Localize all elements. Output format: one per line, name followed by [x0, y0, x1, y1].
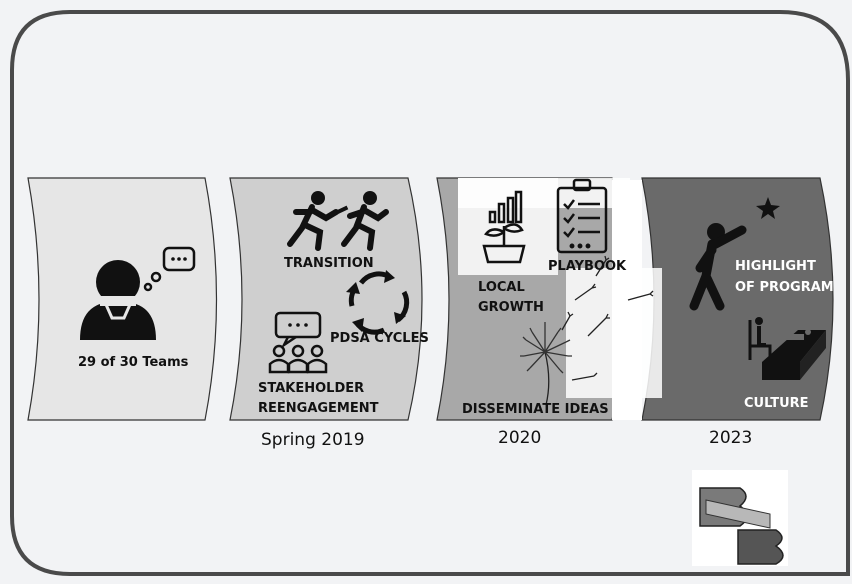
- stage-4-program-label: OF PROGRAM: [735, 280, 834, 295]
- stage-2-pdsa-label: PDSA CYCLES: [330, 331, 429, 346]
- cycle-arrows-icon: [346, 270, 410, 335]
- stage-3-local-label: LOCAL: [478, 280, 525, 295]
- speech-bubble-icon: [143, 246, 196, 292]
- stage-3-year: 2020: [498, 428, 542, 448]
- stage-1-label: 29 of 30 Teams: [78, 355, 189, 370]
- reaching-star-icon: [689, 197, 780, 311]
- stage-4-year: 2023: [709, 428, 753, 448]
- stage-2-transition-label: TRANSITION: [284, 256, 374, 271]
- culture-icon: [748, 317, 826, 380]
- stage-panel-4: [641, 177, 834, 421]
- thinking-person-icon: [80, 260, 156, 340]
- stage-2-year: Spring 2019: [261, 430, 365, 450]
- outer-frame: [10, 10, 850, 576]
- stage-2-reengagement-label: REENGAGEMENT: [258, 401, 379, 416]
- stage-3-growth-label: GROWTH: [478, 300, 544, 315]
- stage-4-highlight-label: HIGHLIGHT: [735, 259, 816, 274]
- playbook-clipboard-icon: [556, 178, 608, 254]
- dandelion-icon: [520, 255, 654, 406]
- growth-plant-icon: [482, 190, 526, 264]
- stakeholder-group-icon: [268, 311, 328, 374]
- stage-2-stakeholder-label: STAKEHOLDER: [258, 381, 365, 396]
- logo-icon: [692, 470, 788, 566]
- stage-3-disseminate-label: DISSEMINATE IDEAS: [462, 402, 609, 417]
- stage-4-culture-label: CULTURE: [744, 396, 809, 411]
- running-people-icon: [287, 191, 389, 251]
- stage-3-playbook-label: PLAYBOOK: [548, 259, 627, 274]
